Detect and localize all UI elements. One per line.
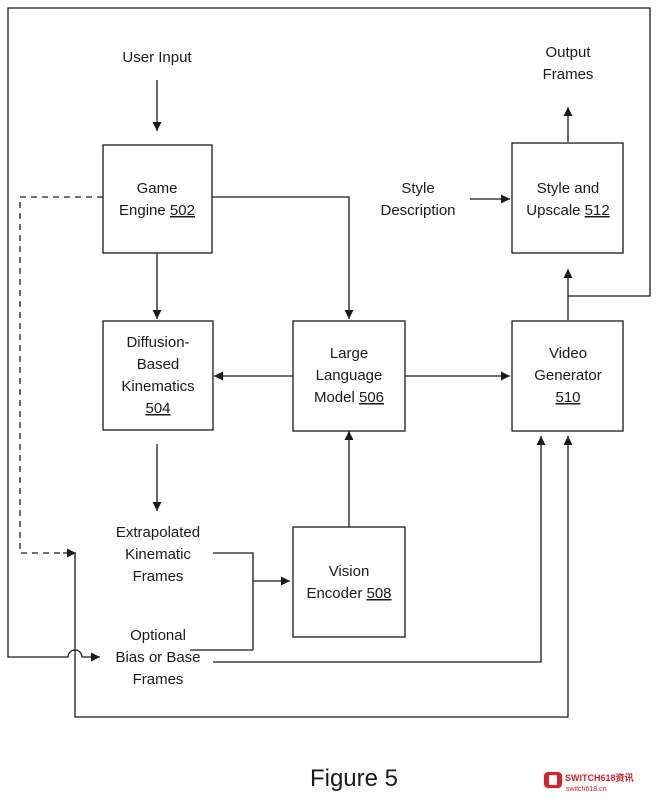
style-description-line2: Description — [380, 202, 455, 219]
dashed-game-engine-to-extrapolated — [19, 196, 103, 554]
optional-bias-line1: Optional — [130, 627, 186, 644]
style-upscale-box — [511, 142, 624, 254]
game-engine-line2: Engine 502 — [119, 202, 195, 219]
vision-encoder-line2: Encoder 508 — [306, 585, 391, 602]
video-generator-box — [511, 320, 624, 432]
vision-encoder-ref: 508 — [367, 585, 392, 602]
figure-caption: Figure 5 — [310, 765, 398, 792]
output-frames-line2: Frames — [543, 66, 594, 83]
diffusion-line3: Kinematics — [121, 378, 194, 395]
line-extrapolated-to-merge — [213, 552, 254, 650]
optional-bias-line2: Bias or Base — [115, 649, 200, 666]
video-generator-line2: Generator — [534, 367, 602, 384]
optional-bias-line3: Frames — [133, 671, 184, 688]
watermark-subtitle: switch618.cn — [566, 786, 607, 793]
style-upscale-ref: 512 — [585, 202, 610, 219]
extrapolated-line3: Frames — [133, 568, 184, 585]
llm-line1: Large — [330, 345, 368, 362]
watermark-title: SWITCH618资讯 — [565, 772, 634, 783]
video-generator-line1: Video — [549, 345, 587, 362]
diffusion-line2: Based — [137, 356, 180, 373]
arrow-game-engine-to-llm — [212, 196, 354, 319]
diffusion-line1: Diffusion- — [126, 334, 189, 351]
style-description-line1: Style — [401, 180, 434, 197]
video-generator-ref: 510 — [555, 389, 580, 406]
vision-encoder-box — [292, 526, 406, 638]
vision-encoder-line1: Vision — [329, 563, 370, 580]
llm-line3: Model 506 — [314, 389, 384, 406]
style-upscale-line1: Style and — [537, 180, 600, 197]
arrow-extrapolated-to-video-generator — [74, 436, 573, 718]
extrapolated-line2: Kinematic — [125, 546, 191, 563]
output-frames-line1: Output — [545, 44, 591, 61]
loop-video-generator-to-left — [7, 7, 651, 662]
extrapolated-line1: Extrapolated — [116, 524, 200, 541]
game-engine-ref: 502 — [170, 202, 195, 219]
llm-box — [292, 320, 406, 432]
game-engine-box — [102, 144, 213, 254]
llm-line2: Language — [316, 367, 383, 384]
watermark: SWITCH618资讯 switch618.cn — [544, 772, 634, 793]
user-input-label: User Input — [122, 49, 192, 66]
style-upscale-line2: Upscale 512 — [526, 202, 609, 219]
llm-ref: 506 — [359, 389, 384, 406]
diffusion-ref: 504 — [145, 400, 170, 417]
diffusion-kinematics-box — [102, 320, 214, 431]
arrow-optional-bias-to-video-generator — [213, 436, 546, 663]
game-engine-line1: Game — [137, 180, 178, 197]
